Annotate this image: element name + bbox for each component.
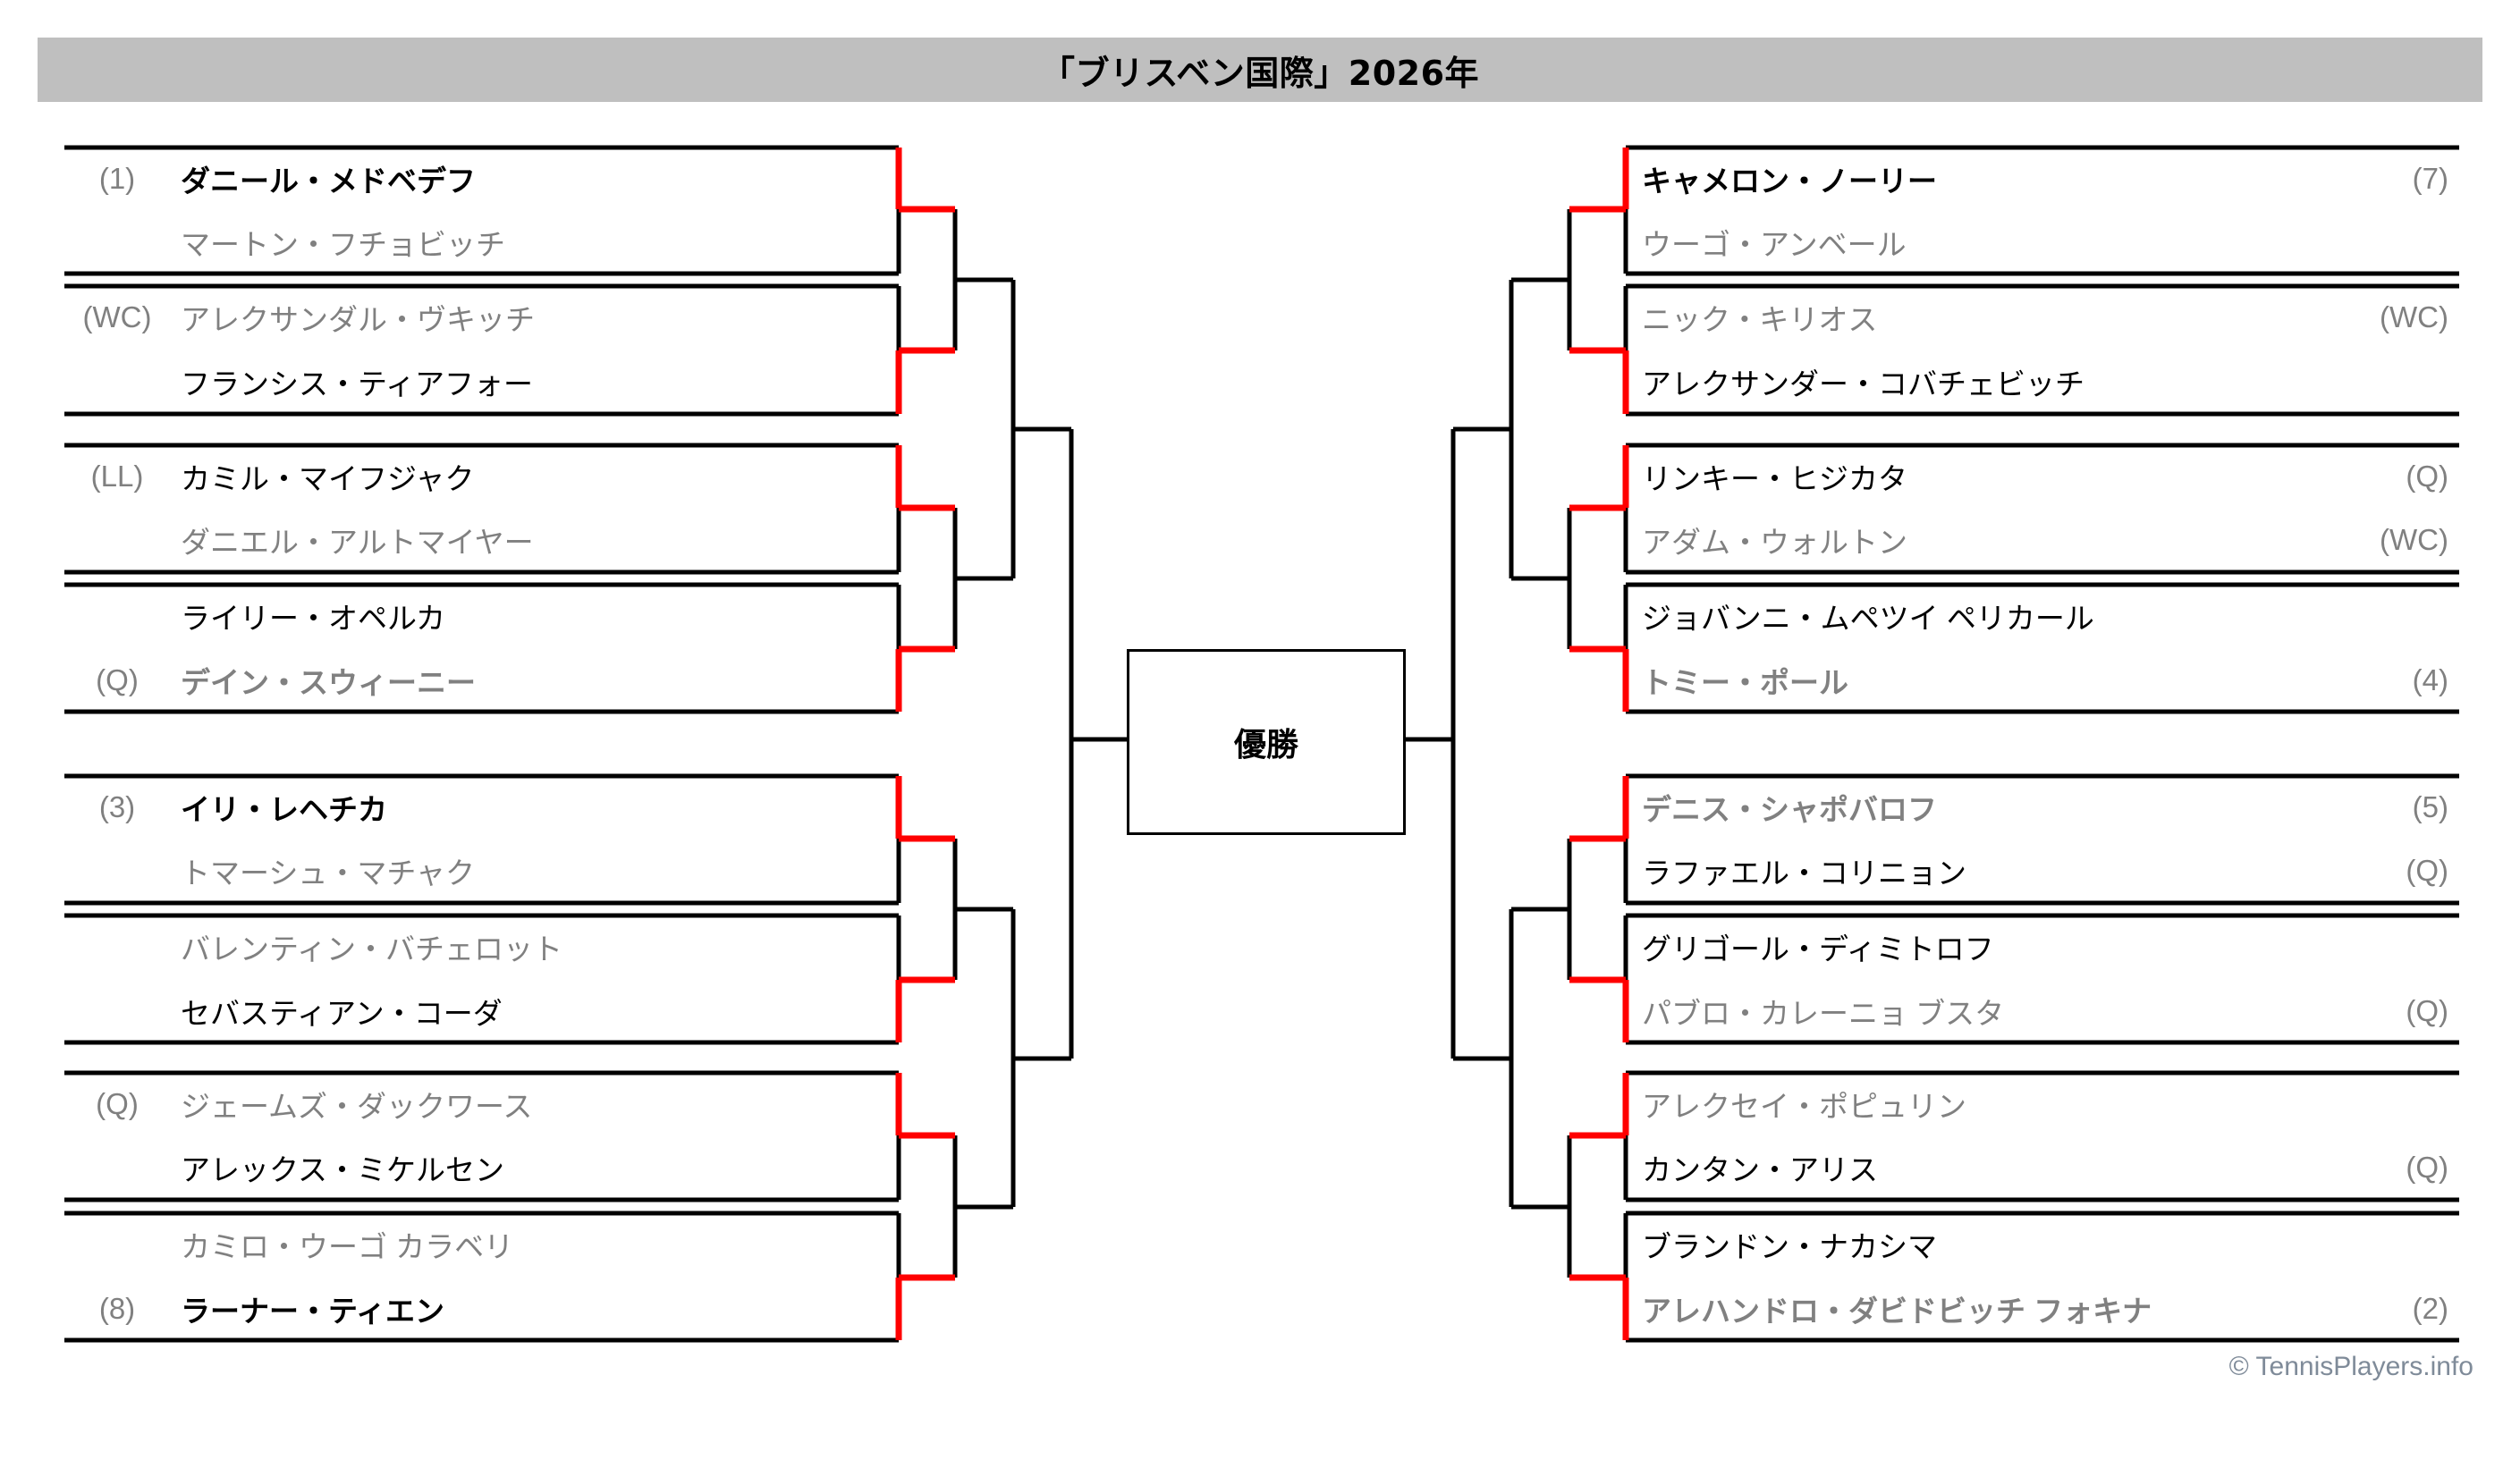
seed-badge: (WC): [2380, 300, 2448, 333]
player-name: トミー・ポール: [1642, 666, 1848, 699]
seed-badge: (4): [2412, 663, 2448, 696]
player-name: カミル・マイフジャク: [181, 462, 475, 495]
list-item[interactable]: (2) アレハンドロ・ダビドビッチ フォキナ: [1626, 1278, 2457, 1340]
player-name: ラファエル・コリニョン: [1642, 856, 1966, 890]
player-name: アレクサンダー・コバチェビッチ: [1642, 367, 2084, 401]
list-item[interactable]: マートン・フチョビッチ: [64, 211, 896, 274]
champion-box: 優勝: [1127, 649, 1406, 835]
list-item[interactable]: (1) ダニール・メドベデフ: [64, 148, 896, 210]
list-item[interactable]: (8) ラーナー・ティエン: [64, 1278, 896, 1340]
title-bar: 「ブリスベン国際」2026年: [38, 38, 2482, 102]
list-item[interactable]: ジョバンニ・ムペツイ ペリカール: [1626, 585, 2457, 647]
player-name: ライリー・オペルカ: [181, 602, 446, 635]
list-item[interactable]: ライリー・オペルカ: [64, 585, 896, 647]
list-item[interactable]: (WC) アレクサンダル・ヴキッチ: [64, 286, 896, 349]
player-name: バレンティン・バチェロット: [181, 932, 563, 966]
page-title: 「ブリスベン国際」2026年: [1040, 53, 1480, 93]
list-item[interactable]: (5) デニス・シャポバロフ: [1626, 776, 2457, 839]
list-item[interactable]: (WC) ニック・キリオス: [1626, 286, 2457, 349]
list-item[interactable]: ブランドン・ナカシマ: [1626, 1213, 2457, 1276]
list-item[interactable]: (Q) カンタン・アリス: [1626, 1136, 2457, 1199]
player-name: デニス・シャポバロフ: [1642, 793, 1937, 826]
player-name: アダム・ウォルトン: [1642, 526, 1907, 559]
player-name: セバスティアン・コーダ: [181, 997, 503, 1030]
list-item[interactable]: アレックス・ミケルセン: [64, 1136, 896, 1199]
player-name: ニック・キリオス: [1642, 303, 1878, 336]
list-item[interactable]: アレクサンダー・コバチェビッチ: [1626, 350, 2457, 413]
seed-badge: (Q): [2406, 994, 2448, 1027]
seed-badge: (Q): [96, 663, 139, 696]
champion-label: 優勝: [1233, 727, 1298, 764]
list-item[interactable]: (7) キャメロン・ノーリー: [1626, 148, 2457, 210]
list-item[interactable]: (Q) ラファエル・コリニョン: [1626, 839, 2457, 902]
seed-badge: (LL): [90, 460, 144, 493]
list-item[interactable]: セバスティアン・コーダ: [64, 980, 896, 1042]
player-name: アレクサンダル・ヴキッチ: [181, 303, 535, 336]
list-item[interactable]: ウーゴ・アンベール: [1626, 211, 2457, 274]
list-item[interactable]: (Q) パブロ・カレーニョ ブスタ: [1626, 980, 2457, 1042]
list-item[interactable]: (Q) ジェームズ・ダックワース: [64, 1073, 896, 1135]
player-name: キャメロン・ノーリー: [1642, 165, 1937, 198]
player-name: フランシス・ティアフォー: [181, 367, 534, 401]
seed-badge: (8): [98, 1292, 136, 1325]
seed-badge: (1): [98, 162, 136, 195]
list-item[interactable]: アレクセイ・ポピュリン: [1626, 1073, 2457, 1135]
player-name: リンキー・ヒジカタ: [1642, 462, 1907, 495]
player-name: カンタン・アリス: [1642, 1153, 1878, 1186]
seed-badge: (Q): [2406, 460, 2448, 493]
list-item[interactable]: (4) トミー・ポール: [1626, 649, 2457, 712]
player-name: アレハンドロ・ダビドビッチ フォキナ: [1642, 1295, 2152, 1328]
list-item[interactable]: グリゴール・ディミトロフ: [1626, 915, 2457, 978]
list-item[interactable]: フランシス・ティアフォー: [64, 350, 896, 413]
player-name: ダニール・メドベデフ: [181, 165, 476, 198]
seed-badge: (2): [2412, 1292, 2448, 1325]
list-item[interactable]: (Q) デイン・スウィーニー: [64, 649, 896, 712]
player-name: ラーナー・ティエン: [181, 1295, 445, 1328]
seed-badge: (WC): [2380, 523, 2448, 556]
list-item[interactable]: カミロ・ウーゴ カラベリ: [64, 1213, 896, 1276]
winner-path-overlay: [895, 148, 1629, 1340]
player-name: イリ・レヘチカ: [181, 793, 387, 826]
player-name: トマーシュ・マチャク: [181, 856, 476, 890]
player-name: デイン・スウィーニー: [181, 666, 476, 699]
player-name: ウーゴ・アンベール: [1642, 228, 1907, 261]
seed-badge: (WC): [82, 300, 152, 333]
player-name: ブランドン・ナカシマ: [1642, 1230, 1937, 1263]
player-name: ダニエル・アルトマイヤー: [181, 526, 534, 559]
player-name: アレクセイ・ポピュリン: [1642, 1090, 1966, 1123]
copyright-footer: © TennisPlayers.info: [2228, 1352, 2473, 1381]
seed-badge: (Q): [2406, 854, 2448, 887]
list-item[interactable]: (Q) リンキー・ヒジカタ: [1626, 445, 2457, 508]
seed-badge: (Q): [96, 1087, 139, 1120]
list-item[interactable]: (LL) カミル・マイフジャク: [64, 445, 896, 508]
seed-badge: (5): [2412, 790, 2448, 823]
seed-badge: (3): [98, 790, 136, 823]
player-name: カミロ・ウーゴ カラベリ: [181, 1230, 514, 1263]
player-name: グリゴール・ディミトロフ: [1642, 932, 1994, 966]
player-name: アレックス・ミケルセン: [181, 1153, 505, 1186]
player-name: パブロ・カレーニョ ブスタ: [1642, 997, 2005, 1030]
list-item[interactable]: (3) イリ・レヘチカ: [64, 776, 896, 839]
seed-badge: (7): [2412, 162, 2448, 195]
list-item[interactable]: (WC) アダム・ウォルトン: [1626, 509, 2457, 571]
seed-badge: (Q): [2406, 1151, 2448, 1184]
player-name: ジェームズ・ダックワース: [181, 1090, 533, 1123]
list-item[interactable]: ダニエル・アルトマイヤー: [64, 509, 896, 571]
player-name: マートン・フチョビッチ: [181, 228, 505, 261]
player-name: ジョバンニ・ムペツイ ペリカール: [1642, 602, 2094, 635]
list-item[interactable]: バレンティン・バチェロット: [64, 915, 896, 978]
list-item[interactable]: トマーシュ・マチャク: [64, 839, 896, 902]
